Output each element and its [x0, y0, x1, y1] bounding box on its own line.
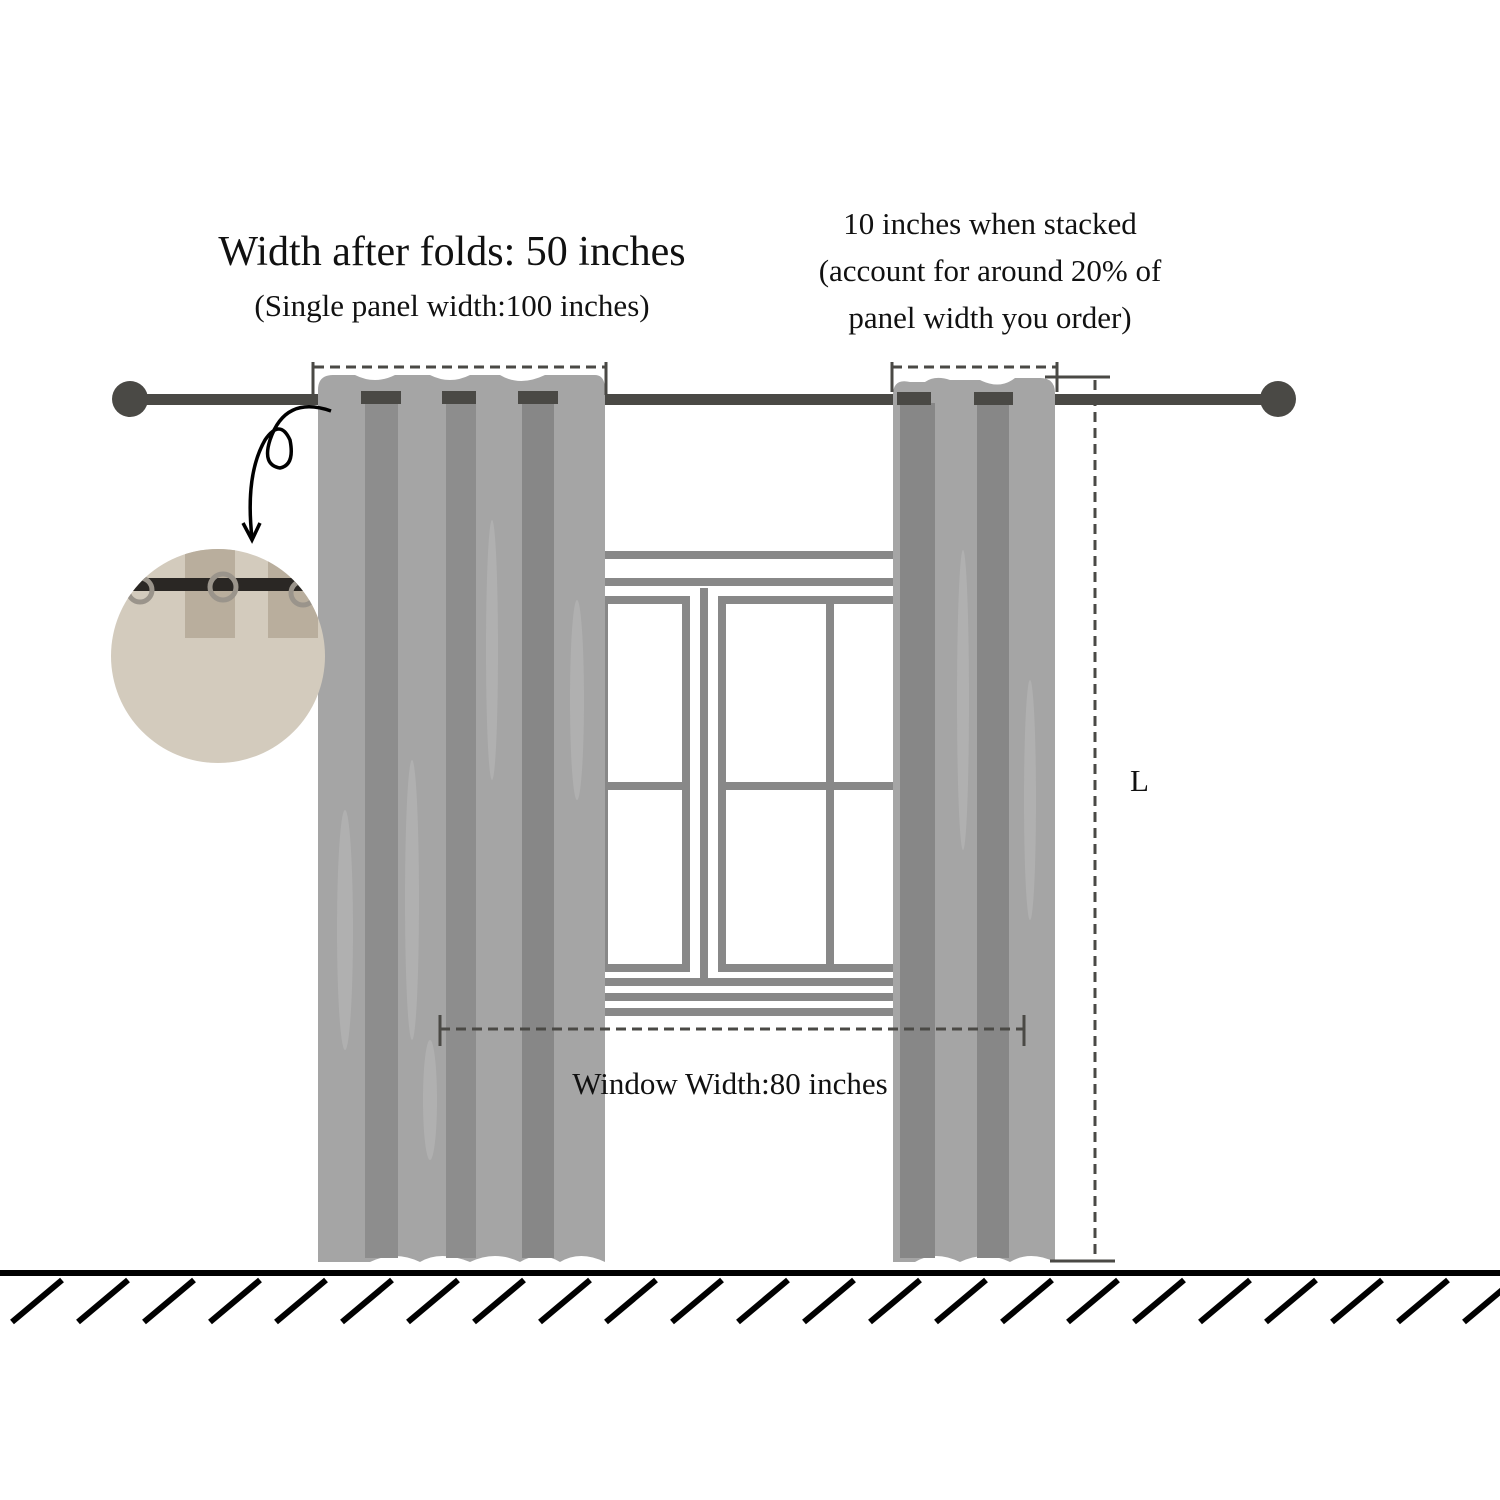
stacked-line-1: 10 inches when stacked	[843, 206, 1137, 241]
floor-hatch-mark	[1264, 1277, 1318, 1325]
curtain-rod	[112, 381, 1296, 417]
floor-hatch-mark	[736, 1277, 790, 1325]
floor-hatch-mark	[208, 1277, 262, 1325]
stacked-width-note: 10 inches when stacked (account for arou…	[760, 200, 1220, 341]
length-label: L	[1130, 763, 1149, 798]
grommet	[442, 391, 476, 404]
floor-hatch-mark	[604, 1277, 658, 1325]
stacked-line-3: panel width you order)	[848, 300, 1132, 335]
floor-hatch-mark	[340, 1277, 394, 1325]
floor-hatch-mark	[10, 1277, 64, 1325]
rod-finial-right	[1260, 381, 1296, 417]
floor	[0, 1270, 1500, 1325]
floor-hatch-mark	[76, 1277, 130, 1325]
floor-hatch-mark	[802, 1277, 856, 1325]
floor-hatch-mark	[538, 1277, 592, 1325]
floor-hatch-mark	[142, 1277, 196, 1325]
width-after-folds-label: Width after folds: 50 inches	[218, 229, 686, 275]
floor-hatch-mark	[472, 1277, 526, 1325]
grommet	[897, 392, 931, 405]
grommet-detail-inset	[111, 549, 325, 763]
single-panel-width-label: (Single panel width:100 inches)	[254, 288, 650, 323]
rod-finial-left	[112, 381, 148, 417]
floor-hatch-mark	[1000, 1277, 1054, 1325]
floor-hatch-mark	[274, 1277, 328, 1325]
window-width-label: Window Width:80 inches	[572, 1066, 888, 1101]
dimension-lines	[311, 362, 1115, 1263]
floor-hatch-mark	[1066, 1277, 1120, 1325]
right-curtain-panel	[893, 377, 1055, 1263]
stacked-line-2: (account for around 20% of	[818, 253, 1162, 288]
floor-hatch-mark	[1330, 1277, 1384, 1325]
grommet	[518, 391, 558, 404]
grommet	[361, 391, 401, 404]
floor-hatch-mark	[868, 1277, 922, 1325]
floor-hatch-mark	[1198, 1277, 1252, 1325]
left-curtain-panel	[318, 375, 605, 1262]
floor-hatch-mark	[406, 1277, 460, 1325]
floor-hatch-mark	[670, 1277, 724, 1325]
grommet	[974, 392, 1013, 405]
window	[600, 551, 901, 1016]
floor-hatch-mark	[1462, 1287, 1500, 1325]
floor-hatch-mark	[934, 1277, 988, 1325]
floor-hatch-mark	[1132, 1277, 1186, 1325]
curved-arrow-icon	[241, 405, 332, 544]
floor-hatch-mark	[1396, 1277, 1450, 1325]
